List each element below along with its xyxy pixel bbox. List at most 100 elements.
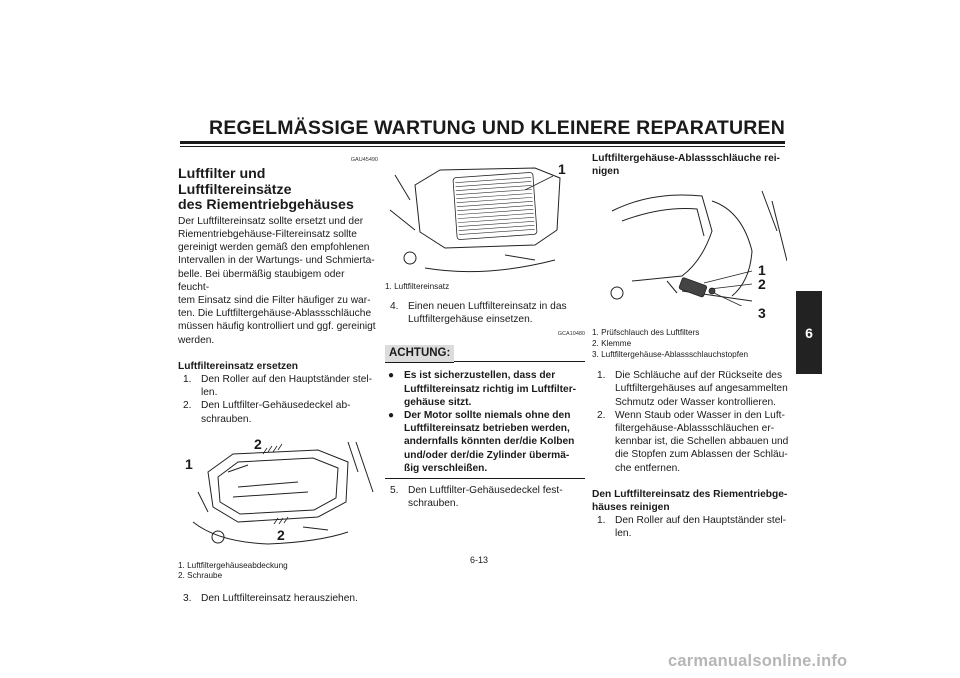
step-item: 5. Den Luftfilter-Gehäusedeckel fest- sc…: [385, 484, 585, 510]
section-heading: Luftfiltergehäuse-Ablassschläuche rei- n…: [592, 152, 792, 178]
text-line: Luftfiltereinsatz betrieben werden,: [404, 423, 570, 435]
step-item: 2. Wenn Staub oder Wasser in den Luft- f…: [592, 409, 792, 475]
text-line: tem Einsatz sind die Filter häufiger zu …: [178, 294, 371, 306]
text-line: filtergehäuse-Ablassschläuchen er-: [615, 423, 775, 434]
intro-paragraph: Der Luftfiltereinsatz sollte ersetzt und…: [178, 215, 378, 347]
text-line: Der Motor sollte niemals ohne den: [404, 410, 571, 422]
figure-drain-hoses-illustration: [610, 191, 787, 307]
text-line: müssen häufig kontrolliert und ggf. gere…: [178, 321, 376, 333]
bullet-icon: ●: [388, 410, 395, 422]
figure-air-filter-cover-illustration: [192, 441, 374, 545]
text-line: Schmutz oder Wasser kontrollieren.: [615, 396, 776, 408]
callout-3: 3: [758, 305, 766, 322]
chapter-tab[interactable]: 6: [796, 291, 822, 374]
figure-caption: 1. Prüfschlauch des Luftfilters 2. Klemm…: [592, 328, 792, 360]
text-line: Riementriebgehäuse-Filtereinsatz sollte: [178, 228, 357, 240]
text-line: ten. Die Luftfiltergehäuse-Ablassschläuc…: [178, 308, 372, 320]
text-line: Luftfiltergehäuse einsetzen.: [408, 313, 533, 325]
callout-2: 2: [758, 276, 766, 293]
text-line: Einen neuen Luftfiltereinsatz in das: [408, 300, 567, 312]
text-line: Der Luftfiltereinsatz sollte ersetzt und…: [178, 215, 364, 227]
figure-air-filter-element: 1: [385, 160, 585, 278]
text-line: Es ist sicherzustellen, dass der: [404, 370, 556, 382]
text-line: len.: [201, 387, 218, 399]
step-text: Den Luftfilter-Gehäusedeckel fest- schra…: [408, 484, 585, 510]
section-code: GAU45490: [350, 157, 378, 163]
header-rule: [180, 141, 785, 144]
step-text: Den Luftfilter-Gehäusedeckel ab- schraub…: [201, 399, 378, 425]
bullet-text: Es ist sicherzustellen, dass der Luftfil…: [404, 369, 576, 409]
text-line: kennbar ist, die Schellen abbauen und: [615, 436, 789, 448]
warning-header: ACHTUNG:: [385, 345, 585, 364]
section-heading-line: Luftfilter und Luftfiltereinsätze: [178, 166, 292, 198]
text-line: ßig verschleißen.: [404, 462, 488, 474]
step-text: Den Luftfiltereinsatz herausziehen.: [201, 592, 358, 604]
step-number: 2.: [183, 400, 192, 412]
caption-line: 1. Luftfiltergehäuseabdeckung: [178, 560, 288, 570]
header-rule-thin: [180, 146, 785, 147]
step-item: 1. Den Roller auf den Hauptständer stel-…: [178, 373, 378, 399]
caption-line: 2. Klemme: [592, 339, 632, 348]
caption-line: 1. Prüfschlauch des Luftfilters: [592, 328, 700, 338]
text-line: werden.: [178, 334, 215, 346]
warning-bullet: ● Es ist sicherzustellen, dass der Luftf…: [385, 369, 585, 409]
callout-1: 1: [558, 161, 566, 177]
section-heading: Luftfilter und Luftfiltereinsätze des Ri…: [178, 166, 378, 214]
callout-1: 1: [185, 455, 193, 472]
text-line: Den Roller auf den Hauptständer stel-: [615, 515, 787, 527]
step-item: 4. Einen neuen Luftfiltereinsatz in das …: [385, 300, 585, 326]
step-text: Die Schläuche auf der Rückseite des Luft…: [615, 369, 792, 409]
subheading: Luftfiltereinsatz ersetzen: [178, 360, 299, 372]
text-line: len.: [615, 528, 632, 540]
text-line: belle. Bei übermäßig staubigem oder feuc…: [178, 268, 345, 293]
caption-line: 2. Schraube: [178, 571, 223, 581]
text-line: gereinigt werden gemäß den empfohlenen: [178, 242, 370, 254]
text-line: und/oder der/die Zylinder übermä-: [404, 449, 570, 461]
figure-caption: 1. Luftfiltergehäuseabdeckung 2. Schraub…: [178, 561, 378, 582]
middle-column: 1 1. Luftfiltereinsatz 4. Einen neuen Lu…: [385, 160, 585, 510]
left-column: GAU45490 Luftfilter und Luftfiltereinsät…: [178, 154, 378, 605]
callout-2: 2: [254, 435, 262, 452]
page-number: 6-13: [470, 555, 489, 565]
text-line: Wenn Staub oder Wasser in den Luft-: [615, 409, 785, 421]
step-text: Wenn Staub oder Wasser in den Luft- filt…: [615, 409, 792, 475]
section-heading-line: des Riementriebgehäuses: [178, 197, 354, 214]
text-line: andernfalls könnten der/die Kolben: [404, 436, 575, 448]
text-line: Luftfiltergehäuse-Ablassschläuche rei-: [592, 153, 780, 164]
figure-air-filter-element-illustration: [389, 167, 561, 273]
text-line: Luftfiltereinsatz richtig im Luftfilter-: [404, 383, 577, 395]
text-line: nigen: [592, 166, 620, 178]
step-number: 4.: [390, 300, 399, 312]
text-line: gehäuse sitzt.: [404, 396, 472, 408]
figure-drain-hoses: 1 2 3: [592, 181, 787, 321]
text-line: Luftfiltergehäuses auf angesammelten: [615, 383, 788, 395]
watermark-link[interactable]: carmanualsonline.info: [668, 652, 848, 670]
step-number: 1.: [183, 373, 192, 385]
text-line: Intervallen in der Wartungs- und Schmier…: [178, 255, 375, 267]
callout-1: 1: [758, 262, 766, 279]
warning-rule: [454, 360, 585, 363]
text-line: schrauben.: [201, 413, 252, 425]
step-number: 3.: [183, 592, 192, 604]
warning-bullet: ● Der Motor sollte niemals ohne den Luft…: [385, 409, 585, 475]
figure-air-filter-cover: 1 2 2: [178, 431, 378, 557]
figure-caption: 1. Luftfiltereinsatz: [385, 282, 450, 291]
step-number: 1.: [597, 515, 606, 527]
text-line: Den Luftfilter-Gehäusedeckel fest-: [408, 485, 563, 497]
text-line: die Stopfen zum Ablassen der Schläu-: [615, 449, 788, 461]
step-text: Den Roller auf den Hauptständer stel- le…: [201, 373, 378, 399]
warning-box: ACHTUNG: ● Es ist sicherzustellen, dass …: [385, 345, 585, 480]
page-header-title: REGELMÄSSIGE WARTUNG UND KLEINERE REPARA…: [209, 117, 785, 139]
bullet-icon: ●: [388, 370, 395, 382]
text-line: che entfernen.: [615, 462, 681, 474]
warning-code: GCA10480: [557, 331, 585, 337]
step-text: Einen neuen Luftfiltereinsatz in das Luf…: [408, 300, 585, 326]
subheading: Den Luftfiltereinsatz des Riementriebge-…: [592, 488, 792, 514]
step-item: 1. Die Schläuche auf der Rückseite des L…: [592, 369, 792, 409]
step-text: Den Roller auf den Hauptständer stel- le…: [615, 514, 792, 540]
step-item: 1. Den Roller auf den Hauptständer stel-…: [592, 514, 792, 540]
step-item: 2. Den Luftfilter-Gehäusedeckel ab- schr…: [178, 399, 378, 425]
callout-2b: 2: [277, 526, 285, 543]
caption-line: 3. Luftfiltergehäuse-Ablassschlauchstopf…: [592, 349, 749, 359]
text-line: häuses reinigen: [592, 502, 670, 514]
